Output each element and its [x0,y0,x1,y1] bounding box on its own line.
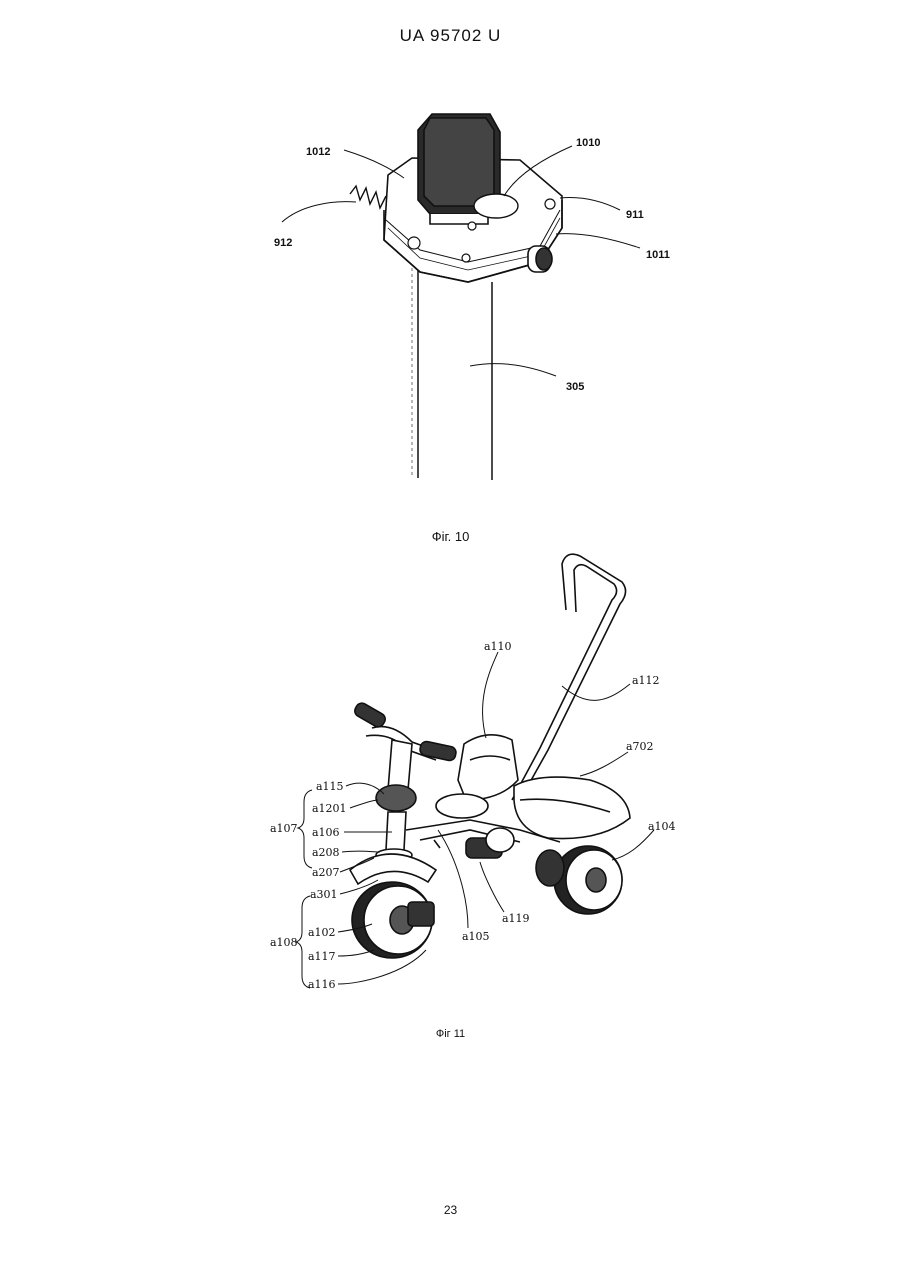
basket [514,777,630,838]
page-number: 23 [0,1203,901,1217]
figure-10-drawing: 1012 1010 911 912 1011 305 [0,0,901,500]
label-a104: a104 [648,820,676,833]
front-fender [350,854,436,884]
label-a115: a115 [316,780,344,793]
label-a112: a112 [632,674,660,687]
label-a105: a105 [462,930,490,943]
label-912: 912 [274,237,292,249]
label-a110: a110 [484,640,512,653]
pedal-assembly [466,828,514,858]
figure-11-drawing: a110 a112 a702 a104 a115 a1201 a107 a106… [0,545,901,1015]
steering-column [376,740,416,861]
label-a208: a208 [312,846,340,859]
pole-opening [474,194,518,218]
figure-10-caption: Фіг. 10 [0,529,901,544]
label-911: 911 [626,209,644,221]
knob [528,246,552,272]
label-a301: a301 [310,888,338,901]
label-1012: 1012 [306,146,330,158]
label-a117: a117 [308,950,336,963]
front-wheel [352,882,434,958]
pole [412,262,492,480]
label-a108: a108 [270,936,298,949]
spring [350,186,386,208]
label-1010: 1010 [576,137,600,149]
label-a702: a702 [626,740,654,753]
label-a106: a106 [312,826,340,839]
label-a116: a116 [308,978,336,991]
label-a1201: a1201 [312,802,347,815]
push-handle [512,554,626,800]
label-a119: a119 [502,912,530,925]
label-a107: a107 [270,822,298,835]
figure-11-caption: Фіг 11 [0,1028,901,1040]
rear-wheel [536,846,622,914]
label-1011: 1011 [646,249,670,261]
label-305: 305 [566,381,584,393]
label-a207: a207 [312,866,340,879]
label-a102: a102 [308,926,336,939]
